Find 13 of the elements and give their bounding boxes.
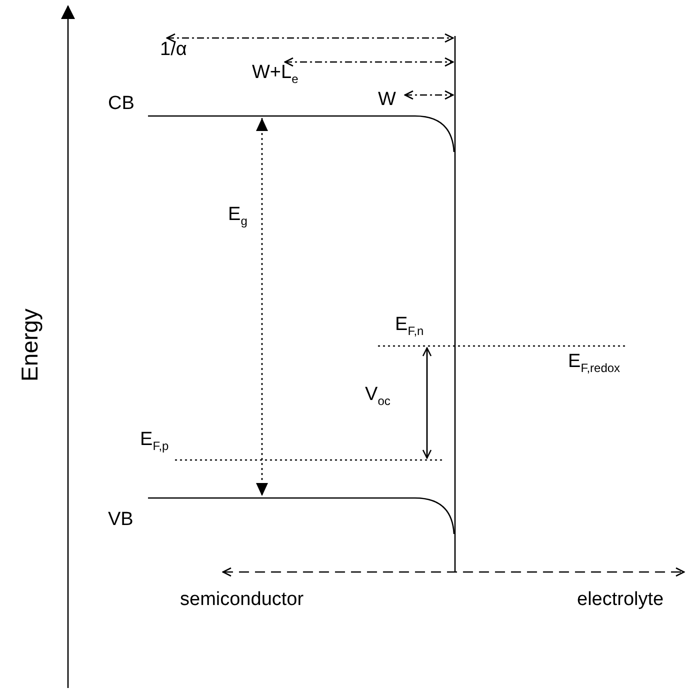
band-label: VB <box>108 510 134 531</box>
voltage-label: V$_{oc}$ <box>365 385 390 408</box>
dimension-label: W <box>378 90 396 111</box>
band-label: CB <box>108 94 134 115</box>
band-gap-label: E$_{g}$ <box>228 205 248 228</box>
dimension-label: W+L$_{e}$ <box>252 63 298 86</box>
fermi-level-label: E$_{F,p}$ <box>140 430 169 453</box>
fermi-level-label: E$_{F,n}$ <box>395 315 424 338</box>
fermi-level-label: E$_{F,redox}$ <box>568 352 620 375</box>
region-label: electrolyte <box>577 590 664 611</box>
region-label: semiconductor <box>180 590 304 611</box>
axis-label: Energy <box>17 308 43 382</box>
dimension-label: 1/α <box>160 40 187 61</box>
